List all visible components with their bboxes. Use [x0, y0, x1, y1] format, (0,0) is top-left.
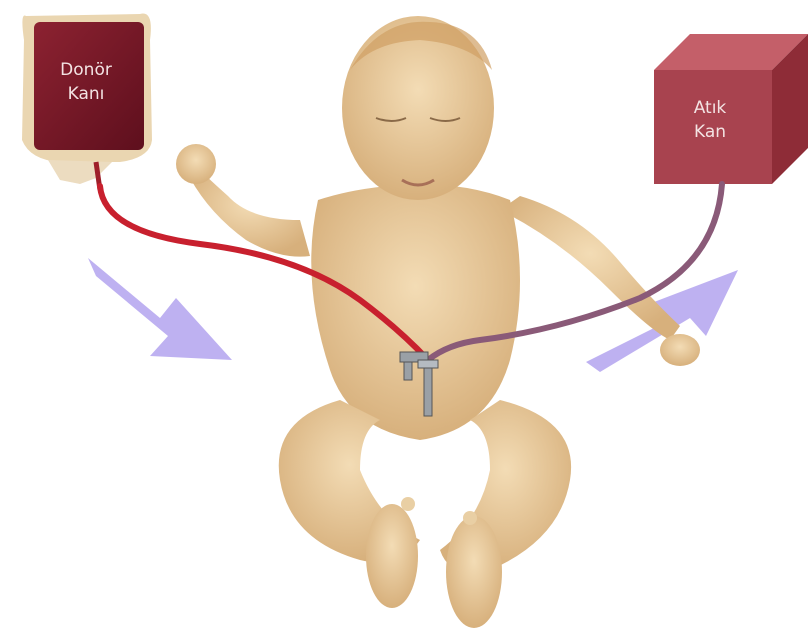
flow-arrow-icon	[88, 258, 232, 360]
waste-blood-label-line2: Kan	[662, 120, 758, 144]
waste-blood-label: Atık Kan	[662, 96, 758, 144]
infant-figure	[176, 16, 700, 628]
inflow-arrow	[88, 258, 232, 360]
donor-blood-label-line2: Kanı	[36, 82, 136, 106]
waste-blood-label-line1: Atık	[662, 96, 758, 120]
donor-blood-label-line1: Donör	[36, 58, 136, 82]
donor-blood-label: Donör Kanı	[36, 58, 136, 106]
